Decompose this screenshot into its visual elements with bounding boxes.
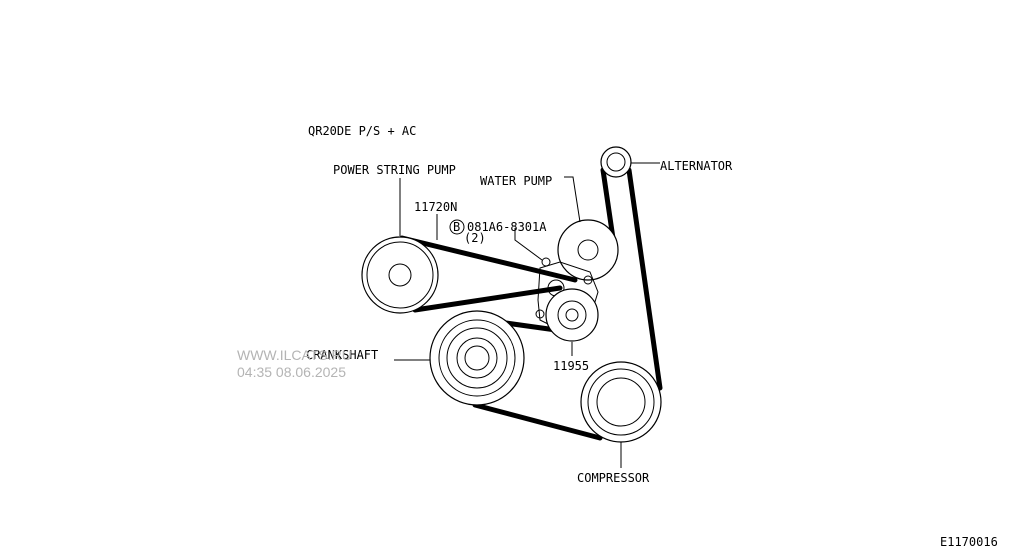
- alternator-hub: [606, 152, 626, 172]
- water-pump-hub: [577, 239, 599, 261]
- power-steering-hub: [388, 263, 412, 287]
- bolt-part-label: 081A6-8301A: [467, 220, 547, 234]
- compressor-ring-2: [596, 377, 646, 427]
- compressor-pulley: [580, 361, 662, 443]
- tensioner-part-label: 11955: [553, 359, 589, 373]
- bolt-leader: [514, 228, 543, 261]
- figure-code: E1170016: [940, 535, 998, 549]
- alternator-pulley: [600, 146, 632, 178]
- idler-pulley-ring: [557, 300, 587, 330]
- belt-ps-bottom: [412, 285, 563, 313]
- watermark-site: WWW.ILCATS.RU: [237, 347, 352, 363]
- power-steering-inner-ring: [366, 241, 434, 309]
- crankshaft-label: CRANKSHAFT: [306, 348, 378, 362]
- belt-alternator-compressor: [626, 167, 663, 391]
- crankshaft-ring-3: [456, 337, 498, 379]
- belt-ps-top: [399, 235, 578, 283]
- idler-pulley: [545, 288, 599, 342]
- bolt-marker-label: B: [453, 220, 460, 234]
- water-pump-pulley: [557, 219, 619, 281]
- crankshaft-ring-1: [438, 319, 516, 397]
- tensioner-bolt-right: [583, 275, 593, 285]
- water-pump-leader: [564, 176, 581, 223]
- crankshaft-ring-2: [446, 327, 508, 389]
- tensioner-bolt-lower: [535, 309, 545, 319]
- watermark-timestamp: 04:35 08.06.2025: [237, 364, 346, 380]
- power-steering-label: POWER STRING PUMP: [333, 163, 456, 177]
- idler-pulley-hub: [565, 308, 579, 322]
- belt-part-label: 11720N: [414, 200, 457, 214]
- tensioner-bolt-upper: [541, 257, 551, 267]
- water-pump-label: WATER PUMP: [480, 174, 552, 188]
- compressor-ring-1: [587, 368, 655, 436]
- bolt-marker-circle: [449, 219, 465, 235]
- belt-crank-compressor: [472, 402, 603, 441]
- crankshaft-hub: [464, 345, 490, 371]
- alternator-label: ALTERNATOR: [660, 159, 733, 173]
- diagram-title: QR20DE P/S + AC: [308, 124, 416, 138]
- power-steering-pulley: [361, 236, 439, 314]
- crankshaft-pulley: [429, 310, 525, 406]
- compressor-label: COMPRESSOR: [577, 471, 650, 485]
- bolt-qty-label: (2): [464, 231, 486, 245]
